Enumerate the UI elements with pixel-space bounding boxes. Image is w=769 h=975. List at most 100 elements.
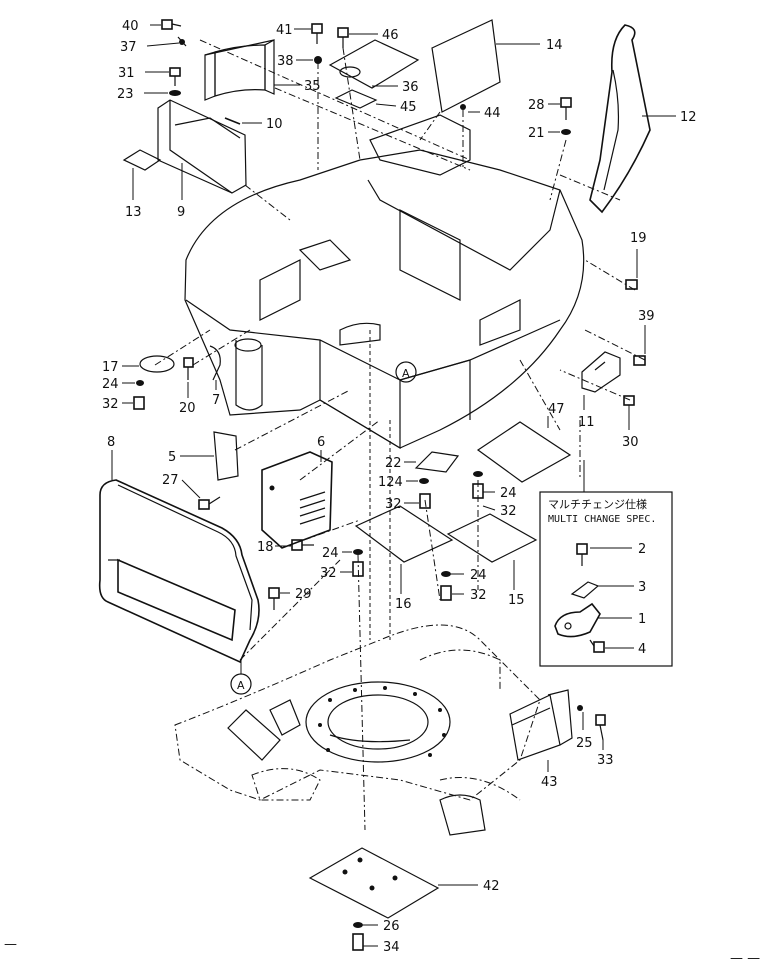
label-22: 22	[385, 456, 402, 471]
label-9: 9	[177, 205, 185, 220]
label-32a: 32	[102, 397, 119, 412]
cover-14-part	[431, 19, 501, 113]
cover-43-part	[509, 689, 573, 761]
bolt-32d-icon	[352, 561, 364, 577]
tool-box-9-part	[157, 99, 247, 194]
clip-7-part	[209, 345, 221, 381]
label-21: 21	[528, 126, 545, 141]
label-32c: 32	[500, 504, 517, 519]
label-16: 16	[395, 597, 412, 612]
label-31: 31	[118, 66, 135, 81]
footer-mark-left: —	[4, 937, 17, 952]
label-34: 34	[383, 940, 400, 955]
label-12: 12	[680, 110, 697, 125]
plate-13-part	[122, 149, 162, 171]
bolt-18-icon	[291, 539, 314, 551]
label-29: 29	[295, 587, 312, 602]
label-47: 47	[548, 402, 565, 417]
label-46: 46	[382, 28, 399, 43]
bolt-40-icon	[161, 19, 182, 30]
label-10: 10	[266, 117, 283, 132]
cover-5-part	[213, 431, 239, 481]
label-40: 40	[122, 19, 139, 34]
bolt-46-icon	[337, 27, 349, 48]
bracket-11-part	[581, 351, 621, 393]
bolt-32b-icon	[419, 493, 431, 509]
plate-15-part	[446, 513, 538, 563]
label-26: 26	[383, 919, 400, 934]
label-13: 13	[125, 205, 142, 220]
label-36: 36	[402, 80, 419, 95]
multi-change-spec-inset	[539, 460, 673, 667]
explosion-lines	[154, 39, 646, 831]
label-7: 7	[212, 393, 220, 408]
callout-labels: 40 37 31 23 41 38 35 46 36 45 14 44 28 2…	[4, 19, 760, 966]
washer-24c-icon	[353, 549, 363, 555]
bolt-39-icon	[633, 355, 646, 366]
inset-title-jp: マルチチェンジ仕様	[548, 497, 647, 511]
plate-16-part	[354, 505, 454, 563]
bolt-44-icon	[460, 104, 466, 110]
panel-6-part	[261, 451, 333, 549]
part-2-icon	[576, 543, 588, 566]
revolving-frame-part	[184, 114, 585, 450]
undercarriage-part	[174, 624, 541, 836]
inset-label-4: 4	[638, 642, 646, 657]
plate-47-part	[476, 421, 572, 483]
label-8: 8	[107, 435, 115, 450]
bolt-19-icon	[625, 279, 638, 290]
label-18: 18	[257, 540, 274, 555]
label-42: 42	[483, 879, 500, 894]
label-39: 39	[638, 309, 655, 324]
part-4-icon	[589, 639, 605, 653]
washer-24a-icon	[136, 380, 144, 386]
reference-mark-a1	[395, 361, 417, 383]
label-14: 14	[546, 38, 563, 53]
panel-12-part	[589, 24, 651, 214]
washer-24b-icon	[473, 471, 483, 477]
bolt-32e-icon	[440, 585, 452, 601]
ref-mark-a1-text: A	[402, 367, 410, 380]
label-25: 25	[576, 736, 593, 751]
cover-22-part	[414, 451, 460, 473]
counterweight-8-part	[98, 479, 260, 664]
label-23: 23	[117, 87, 134, 102]
label-41: 41	[276, 23, 293, 38]
label-38: 38	[277, 54, 294, 69]
label-43: 43	[541, 775, 558, 790]
inset-title-en: MULTI CHANGE SPEC.	[548, 514, 656, 525]
bolt-29-icon	[268, 587, 280, 610]
ref-mark-a2-text: A	[237, 679, 245, 692]
label-24c: 24	[322, 546, 339, 561]
part-3-icon	[570, 581, 600, 599]
label-44: 44	[484, 106, 501, 121]
footer-mark-right: — —	[730, 951, 760, 966]
label-28: 28	[528, 98, 545, 113]
bolt-27-icon	[198, 496, 221, 510]
bolt-31-icon	[169, 67, 181, 86]
bracket-36-part	[328, 39, 420, 89]
bolt-28-icon	[560, 97, 572, 120]
washer-21-icon	[561, 129, 571, 135]
washer-26-icon	[353, 922, 363, 928]
plate-42-part	[308, 847, 440, 919]
inset-label-3: 3	[638, 580, 646, 595]
label-32e: 32	[470, 588, 487, 603]
bracket-35-part	[204, 38, 275, 101]
strip-10-part	[224, 117, 241, 125]
inset-label-1: 1	[638, 612, 646, 627]
bolt-33-icon	[595, 714, 606, 741]
label-6: 6	[317, 435, 325, 450]
inset-label-2: 2	[638, 542, 646, 557]
label-17: 17	[102, 360, 119, 375]
label-24a: 24	[102, 377, 119, 392]
bolt-25-icon	[577, 705, 583, 711]
nut-38-icon	[314, 56, 322, 64]
label-24b: 24	[500, 486, 517, 501]
label-24d: 24	[470, 568, 487, 583]
label-35: 35	[304, 79, 321, 94]
label-32b: 32	[385, 497, 402, 512]
label-45: 45	[400, 100, 417, 115]
